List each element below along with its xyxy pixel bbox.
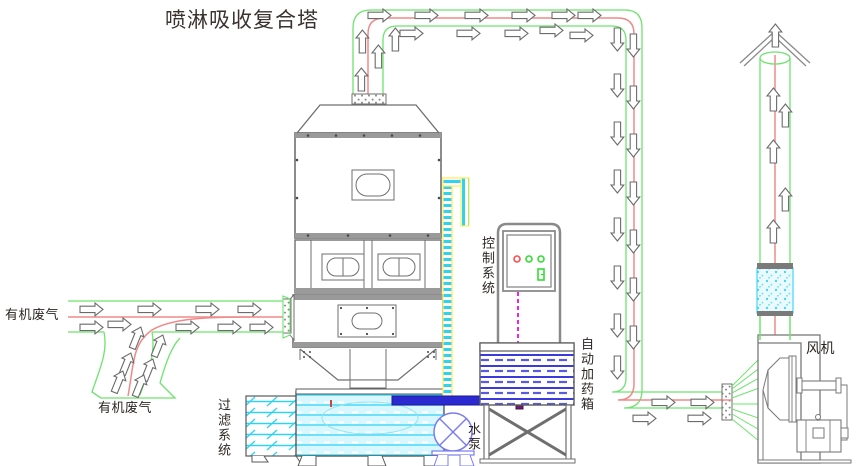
indicator-light-green-1 bbox=[525, 255, 533, 263]
label-fan: 风机 bbox=[806, 342, 835, 357]
exhaust-fan bbox=[757, 334, 852, 464]
label-dosing-box: 自动加药箱 bbox=[579, 337, 594, 412]
label-water-pump: 水泵 bbox=[466, 422, 481, 452]
water-pump bbox=[431, 412, 475, 466]
control-cabinet[interactable] bbox=[496, 222, 562, 360]
auto-dosing-box bbox=[479, 342, 576, 464]
duct-network bbox=[68, 9, 722, 409]
flow-arrows-inlet bbox=[79, 302, 274, 335]
page-title: 喷淋吸收复合塔 bbox=[165, 9, 319, 32]
label-inlet-top: 有机废气 bbox=[5, 307, 60, 322]
indicator-light-green-2 bbox=[537, 255, 545, 263]
spray-absorption-tower bbox=[292, 93, 445, 466]
indicator-light-red bbox=[513, 255, 521, 263]
label-control-system: 控制系统 bbox=[480, 236, 495, 296]
label-filter-system: 过滤系统 bbox=[216, 398, 231, 458]
exhaust-stack bbox=[739, 23, 811, 340]
tower-inlet-nozzle bbox=[282, 293, 295, 342]
label-inlet-bottom: 有机废气 bbox=[98, 400, 153, 415]
flow-arrows-inlet-branch bbox=[107, 324, 170, 400]
